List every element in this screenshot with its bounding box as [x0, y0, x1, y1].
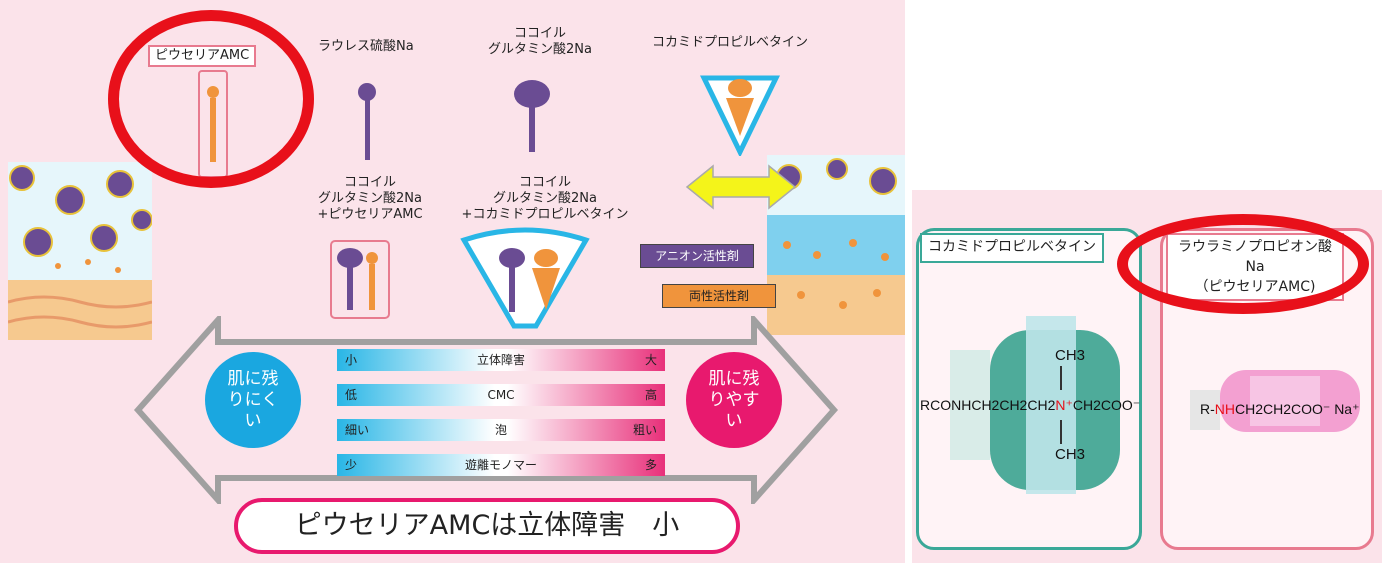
circle-left-text: 肌に残 りにく い [227, 368, 279, 431]
band-center-text: CMC [487, 388, 515, 402]
betaine-ch3-top: CH3 [1055, 347, 1086, 364]
red-highlight-circle-left [108, 10, 314, 188]
mix-betaine-molecule-icon [460, 227, 590, 329]
micelle-image-left [8, 162, 152, 340]
betaine-formula-part-b: CH2COO⁻ [1072, 397, 1141, 413]
band-left-text: 細い [345, 423, 370, 437]
band-steric-hindrance: 小 立体障害 大 [337, 349, 665, 371]
betaine-molecule-icon [700, 75, 780, 156]
label-laureth: ラウレス硫酸Na [318, 39, 414, 54]
lauraminoprop-formula-part-b: CH2CH2COO⁻ Na⁺ [1235, 401, 1360, 417]
band-free-monomer: 少 遊離モノマー 多 [337, 454, 665, 476]
band-right-text: 大 [644, 353, 657, 367]
betaine-formula-part-a: RCONHCH2CH2CH2 [920, 397, 1056, 413]
label-betaine: コカミドプロピルベタイン [651, 35, 808, 50]
band-center-text: 遊離モノマー [464, 458, 537, 472]
lauraminoprop-formula-nh: NH [1214, 401, 1236, 417]
betaine-main-formula: RCONHCH2CH2CH2N⁺CH2COO⁻ [920, 397, 1140, 414]
yellow-double-arrow-icon [685, 164, 797, 210]
band-right-text: 多 [644, 458, 657, 472]
lauraminoprop-structure-graphic [1190, 370, 1360, 432]
betaine-bond-bottom [1060, 420, 1062, 444]
mix-piucelia-molecule-icon [330, 240, 390, 319]
betaine-ch3-bottom: CH3 [1055, 446, 1086, 463]
band-left-text: 少 [345, 458, 358, 472]
circle-right-text: 肌に残 りやす い [708, 368, 760, 431]
legend-anion: アニオン活性剤 [640, 244, 754, 268]
betaine-bond-top [1060, 366, 1062, 390]
conclusion-pill: ピウセリアAMCは立体障害 小 [234, 498, 740, 554]
betaine-structure-graphic [950, 316, 1120, 494]
circle-right-remains-more: 肌に残 りやす い [686, 352, 782, 448]
laureth-molecule-icon [358, 83, 376, 160]
band-center-text: 泡 [494, 423, 507, 437]
label-cocoyl: ココイル グルタミン酸2Na [488, 26, 592, 57]
micelle-image-right [767, 155, 905, 335]
lauraminoprop-formula: R-NHCH2CH2COO⁻ Na⁺ [1200, 401, 1359, 418]
band-center-text: 立体障害 [476, 353, 525, 367]
betaine-title: コカミドプロピルベタイン [920, 233, 1104, 263]
legend-amphoteric: 両性活性剤 [662, 284, 776, 308]
band-right-text: 粗い [632, 423, 657, 437]
circle-left-remains-less: 肌に残 りにく い [205, 352, 301, 448]
band-left-text: 小 [345, 353, 358, 367]
band-foam: 細い 泡 粗い [337, 419, 665, 441]
betaine-formula-nitrogen: N⁺ [1055, 397, 1073, 413]
band-right-text: 高 [644, 388, 657, 402]
band-left-text: 低 [345, 388, 358, 402]
label-mix-betaine: ココイル グルタミン酸2Na +コカミドプロピルベタイン [461, 175, 629, 222]
cocoyl-molecule-icon [514, 80, 550, 152]
red-highlight-circle-right [1117, 214, 1369, 314]
lauraminoprop-formula-part-a: R- [1200, 401, 1215, 417]
band-cmc: 低 CMC 高 [337, 384, 665, 406]
label-mix-piucelia: ココイル グルタミン酸2Na +ピウセリアAMC [317, 175, 423, 222]
